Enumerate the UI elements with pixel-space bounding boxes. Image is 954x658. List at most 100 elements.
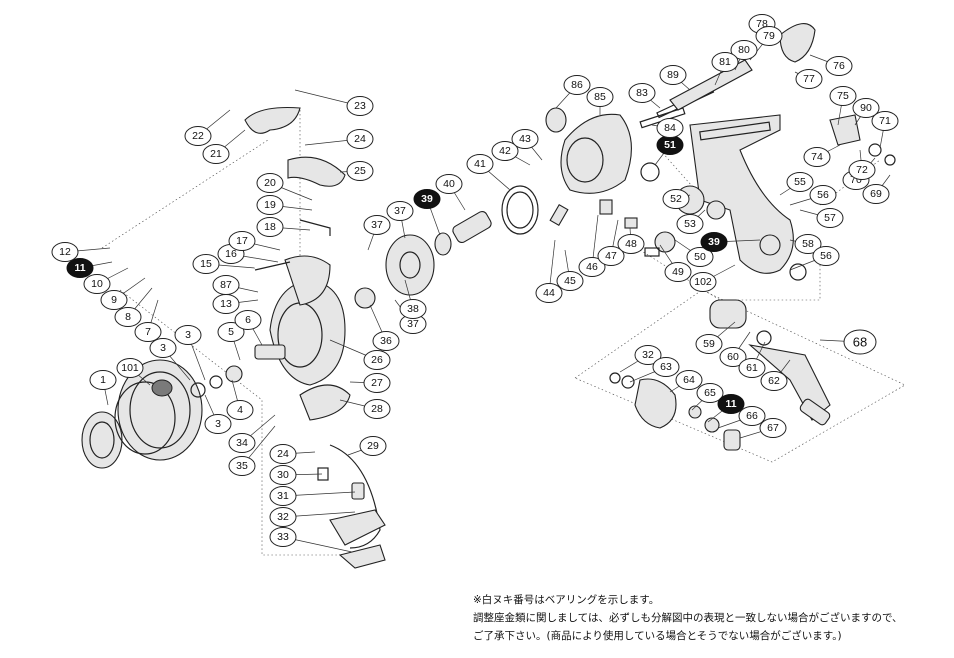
part-number-label: 9 xyxy=(111,294,117,306)
callout-badge xyxy=(269,486,297,506)
part-number-label: 57 xyxy=(824,212,836,224)
callout-badge xyxy=(100,290,128,310)
part-number-label: 44 xyxy=(543,287,555,299)
callout-badge xyxy=(363,215,391,235)
callout-badge xyxy=(556,271,584,291)
callout-badge xyxy=(659,65,687,85)
part-number-label: 25 xyxy=(354,165,366,177)
part-number-label: 28 xyxy=(371,403,383,415)
part-callout: 1 xyxy=(89,370,117,390)
part-callout: 19 xyxy=(256,195,284,215)
part-number-label: 61 xyxy=(746,362,758,374)
callout-badge xyxy=(711,52,739,72)
callout-badge xyxy=(628,83,656,103)
leader-lines xyxy=(64,23,891,553)
part-number-label: 43 xyxy=(519,133,531,145)
part-number-label: 37 xyxy=(371,219,383,231)
bearing-part-callout: 39 xyxy=(413,189,441,209)
callout-badge xyxy=(346,96,374,116)
part-callout: 38 xyxy=(399,299,427,319)
part-number-label: 67 xyxy=(767,422,779,434)
part-number-label: 5 xyxy=(228,326,234,338)
callout-badge xyxy=(217,322,245,342)
callout-badge xyxy=(202,144,230,164)
callout-badge xyxy=(563,75,591,95)
part-callout: 41 xyxy=(466,154,494,174)
part-callout: 26 xyxy=(363,350,391,370)
part-callout: 63 xyxy=(652,357,680,377)
callout-badge xyxy=(174,325,202,345)
part-callout: 47 xyxy=(597,246,625,266)
callout-badge xyxy=(466,154,494,174)
part-callout: 72 xyxy=(848,160,876,180)
part-number-label: 18 xyxy=(264,221,276,233)
callout-badge xyxy=(269,465,297,485)
callout-badge xyxy=(134,322,162,342)
part-callout: 84 xyxy=(656,118,684,138)
pinion-assembly xyxy=(354,185,539,309)
callout-badge xyxy=(372,331,400,351)
washer-note-line1: 調整座金類に関しましては、必ずしも分解図中の表現と一致しない場合がございますので… xyxy=(473,612,903,624)
callout-badge xyxy=(363,373,391,393)
part-number-label: 65 xyxy=(704,387,716,399)
part-number-label: 32 xyxy=(277,511,289,523)
part-number-label: 47 xyxy=(605,250,617,262)
callout-badge xyxy=(363,399,391,419)
part-number-label: 66 xyxy=(746,410,758,422)
callout-badge xyxy=(686,247,714,267)
part-number-label: 20 xyxy=(264,177,276,189)
part-number-label: 60 xyxy=(727,351,739,363)
part-callout: 75 xyxy=(829,86,857,106)
callout-badge xyxy=(656,118,684,138)
callout-badge xyxy=(83,274,111,294)
callout-badge xyxy=(192,254,220,274)
part-callout: 46 xyxy=(578,257,606,277)
bail-wire-cover-part xyxy=(287,156,346,187)
callout-badge xyxy=(695,334,723,354)
part-callout: 35 xyxy=(228,456,256,476)
part-callout: 71 xyxy=(871,111,899,131)
part-callout: 45 xyxy=(556,271,584,291)
part-callout: 81 xyxy=(711,52,739,72)
part-number-label: 41 xyxy=(474,158,486,170)
part-number-label: 21 xyxy=(210,148,222,160)
part-callout: 3 xyxy=(174,325,202,345)
part-callout: 23 xyxy=(346,96,374,116)
part-callout: 28 xyxy=(363,399,391,419)
part-callout: 64 xyxy=(675,370,703,390)
part-callouts: 1101333456789101112138715161718192021222… xyxy=(51,14,899,547)
one-way-clutch-part xyxy=(385,234,435,296)
part-callout: 102 xyxy=(689,272,717,292)
part-callout: 57 xyxy=(816,208,844,228)
part-callout: 7 xyxy=(134,322,162,342)
part-number-label: 77 xyxy=(803,73,815,85)
part-number-label: 56 xyxy=(820,250,832,262)
part-number-label: 3 xyxy=(160,342,166,354)
callout-badge xyxy=(803,147,831,167)
part-callout: 30 xyxy=(269,465,297,485)
part-number-label: 46 xyxy=(586,261,598,273)
part-callout: 29 xyxy=(359,436,387,456)
part-number-label: 72 xyxy=(856,164,868,176)
part-number-label: 34 xyxy=(236,437,248,449)
part-callout: 56 xyxy=(809,185,837,205)
part-number-label: 55 xyxy=(794,176,806,188)
part-number-label: 79 xyxy=(763,30,775,42)
part-number-label: 36 xyxy=(380,335,392,347)
callout-badge xyxy=(617,234,645,254)
part-number-label: 37 xyxy=(407,318,419,330)
callout-badge xyxy=(662,189,690,209)
part-callout: 101 xyxy=(116,358,144,378)
part-callout: 32 xyxy=(634,345,662,365)
callout-badge xyxy=(511,129,539,149)
callout-badge xyxy=(852,98,880,118)
callout-badge xyxy=(212,275,240,295)
part-number-label: 23 xyxy=(354,100,366,112)
part-callout: 56 xyxy=(812,246,840,266)
callout-badge xyxy=(809,185,837,205)
part-number-label: 7 xyxy=(145,326,151,338)
part-callout: 33 xyxy=(269,527,297,547)
callout-badge xyxy=(829,86,857,106)
part-number-label: 90 xyxy=(860,102,872,114)
part-callout: 24 xyxy=(269,444,297,464)
